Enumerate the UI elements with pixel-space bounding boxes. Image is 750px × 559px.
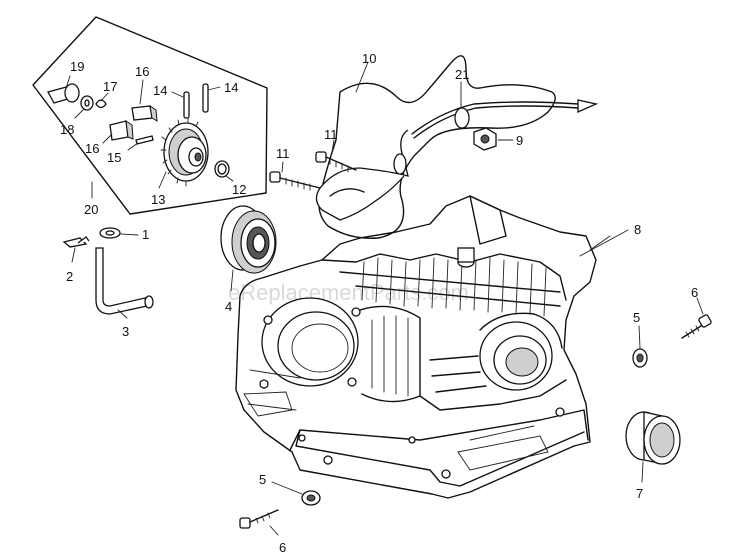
callout-20: 20 xyxy=(84,202,98,217)
callout-15: 15 xyxy=(107,150,121,165)
callout-9: 9 xyxy=(516,133,523,148)
governor-gear-part-13 xyxy=(158,117,209,189)
callout-5-right: 5 xyxy=(633,310,640,325)
callout-3: 3 xyxy=(122,324,129,339)
callout-7: 7 xyxy=(636,486,643,501)
callout-16-top: 16 xyxy=(135,64,149,79)
nut-part-9 xyxy=(473,127,514,151)
cable-part-21 xyxy=(315,81,599,221)
callout-6-right: 6 xyxy=(691,285,698,300)
bolt-part-6b xyxy=(239,509,279,536)
callout-14-left: 14 xyxy=(153,83,167,98)
callout-14-right: 14 xyxy=(224,80,238,95)
cylinder-head-gasket-part-10 xyxy=(318,55,556,239)
clip-part-17 xyxy=(95,92,109,109)
bolt-part-6a xyxy=(681,297,712,339)
clip-part-2 xyxy=(62,236,90,263)
callout-1: 1 xyxy=(142,227,149,242)
washer-part-5a xyxy=(632,325,648,368)
washer-part-5b xyxy=(271,481,321,506)
callout-19: 19 xyxy=(70,59,84,74)
pin-part-14b xyxy=(202,83,221,113)
crankcase-body xyxy=(235,195,611,499)
callout-2: 2 xyxy=(66,269,73,284)
callout-18: 18 xyxy=(60,122,74,137)
leader-line-8 xyxy=(579,229,629,257)
bolt-part-11a xyxy=(315,139,357,173)
washer-part-18 xyxy=(74,95,94,119)
callout-11-right: 11 xyxy=(324,127,338,142)
governor-weight-part-a xyxy=(131,79,158,122)
callout-10: 10 xyxy=(362,51,376,66)
callout-13: 13 xyxy=(151,192,165,207)
pin-part-14a xyxy=(171,91,190,119)
callout-12: 12 xyxy=(232,182,246,197)
callout-16-left: 16 xyxy=(85,141,99,156)
bolt-part-11b xyxy=(269,161,321,191)
callout-5-bottom: 5 xyxy=(259,472,266,487)
callout-6-bottom: 6 xyxy=(279,540,286,555)
callout-8: 8 xyxy=(634,222,641,237)
governor-shaft-part xyxy=(47,75,80,104)
pin-part-15 xyxy=(127,135,154,151)
washer-part-1 xyxy=(99,227,139,239)
callout-21: 21 xyxy=(455,67,469,82)
breather-tube-part-3 xyxy=(95,247,154,319)
oil-seal-part-7 xyxy=(625,411,681,483)
o-ring-part-12 xyxy=(214,160,234,182)
governor-weight-part-b xyxy=(102,119,134,144)
governor-assembly-box xyxy=(32,16,268,215)
callout-11-left: 11 xyxy=(276,146,290,161)
callout-17: 17 xyxy=(103,79,117,94)
callout-4: 4 xyxy=(225,299,232,314)
bearing-part-4 xyxy=(220,205,277,292)
